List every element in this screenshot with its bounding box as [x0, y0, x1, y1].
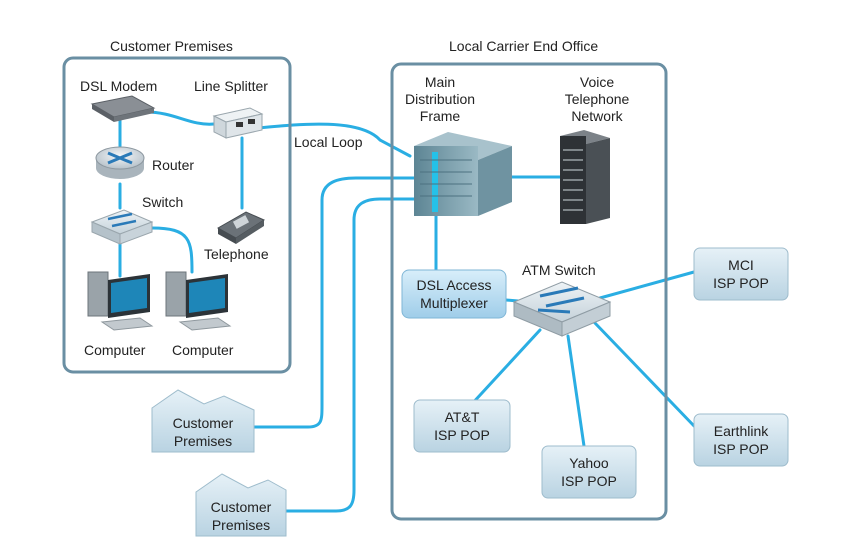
mci-pop-label: MCI ISP POP	[694, 256, 788, 292]
earthlink-pop-line2: ISP POP	[713, 441, 769, 457]
computer-2-icon	[165, 271, 232, 331]
customer-premises-title: Customer Premises	[110, 38, 233, 54]
yahoo-pop-label: Yahoo ISP POP	[542, 454, 636, 490]
customer-premises-frame	[62, 56, 292, 374]
voice-network-rack-icon	[560, 130, 610, 224]
computer-1-icon	[87, 271, 154, 331]
att-pop-box	[413, 399, 511, 453]
atm-yahoo-link	[566, 334, 586, 448]
router-icon	[95, 146, 145, 179]
house-1-label: Customer Premises	[152, 414, 254, 450]
yahoo-pop-line2: ISP POP	[561, 473, 617, 489]
voice-network-label: Voice Telephone Network	[554, 74, 640, 125]
house2-link	[272, 197, 416, 513]
dslam-label: DSL Access Multiplexer	[402, 276, 506, 312]
main-distribution-frame-icon	[414, 132, 512, 216]
house-2-label: Customer Premises	[196, 498, 286, 534]
voice-label-line1: Voice	[579, 74, 615, 90]
house-1-shape	[151, 389, 255, 453]
att-pop-line2: ISP POP	[434, 427, 490, 443]
connection-lines	[118, 110, 698, 513]
atm-switch-icon	[512, 281, 612, 337]
modem-splitter-link	[144, 110, 216, 126]
line-splitter-label: Line Splitter	[194, 78, 268, 94]
telephone-label: Telephone	[204, 246, 269, 262]
switch-icon	[90, 209, 154, 245]
yahoo-pop-line1: Yahoo	[569, 455, 609, 471]
router-label: Router	[152, 157, 195, 173]
earthlink-pop-label: Earthlink ISP POP	[694, 422, 788, 458]
computer-2-label: Computer	[172, 342, 234, 358]
house-2-line1: Customer	[210, 499, 272, 515]
atm-att-link	[468, 328, 542, 408]
line-splitter-icon	[212, 107, 264, 139]
house-2-line2: Premises	[211, 517, 271, 533]
end-office-frame	[390, 62, 668, 521]
computer-1-label: Computer	[84, 342, 146, 358]
voice-label-line2: Telephone	[564, 91, 630, 107]
earthlink-pop-box	[693, 413, 789, 467]
house-1-line2: Premises	[173, 433, 233, 449]
dslam-label-line2: Multiplexer	[420, 295, 488, 311]
switch-label: Switch	[142, 194, 184, 210]
dslam-box	[401, 269, 507, 319]
mdf-label-line3: Frame	[419, 108, 461, 124]
mci-pop-line1: MCI	[728, 257, 754, 273]
mdf-label-line2: Distribution	[404, 91, 476, 107]
yahoo-pop-box	[541, 445, 637, 499]
switch-computer2-link	[150, 226, 194, 274]
att-pop-label: AT&T ISP POP	[414, 408, 510, 444]
atm-mci-link	[598, 270, 696, 300]
end-office-title: Local Carrier End Office	[449, 38, 599, 54]
local-loop-link	[256, 122, 412, 158]
dsl-modem-icon	[90, 95, 156, 122]
atm-switch-label: ATM Switch	[522, 262, 596, 278]
house-1-line1: Customer	[172, 415, 234, 431]
atm-earthlink-link	[592, 320, 698, 430]
voice-label-line3: Network	[571, 108, 623, 124]
telephone-icon	[216, 211, 266, 244]
att-pop-line1: AT&T	[444, 409, 480, 425]
mci-pop-line2: ISP POP	[713, 275, 769, 291]
local-loop-label: Local Loop	[294, 134, 363, 150]
house-2-shape	[195, 473, 287, 537]
earthlink-pop-line1: Earthlink	[713, 423, 769, 439]
mdf-label-line1: Main	[424, 74, 456, 90]
house1-link	[252, 176, 416, 429]
mdf-label: Main Distribution Frame	[398, 74, 482, 125]
mci-pop-box	[693, 247, 789, 301]
dsl-modem-label: DSL Modem	[80, 78, 158, 94]
dslam-label-line1: DSL Access	[416, 277, 492, 293]
